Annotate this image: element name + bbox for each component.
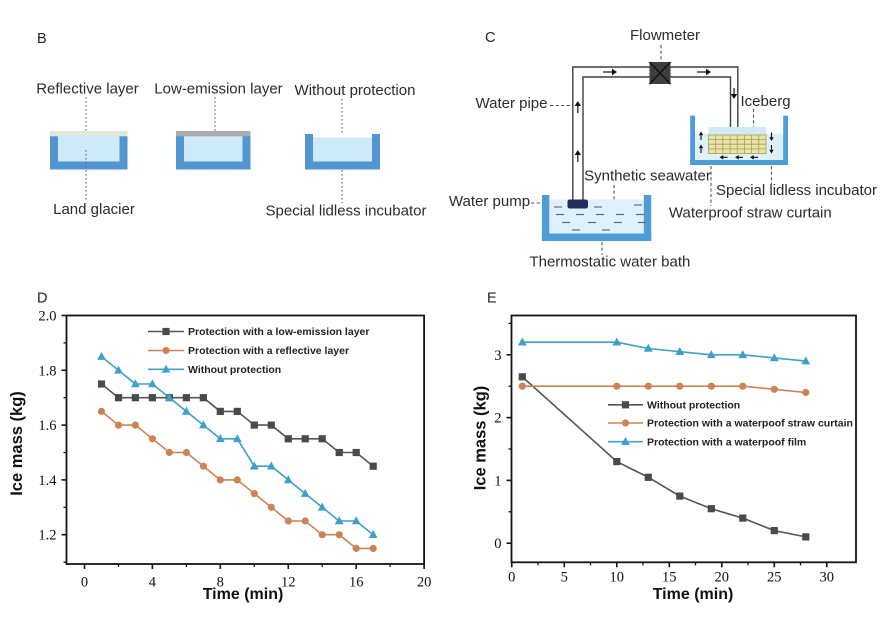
svg-text:Reflective layer: Reflective layer (36, 81, 139, 98)
svg-text:10: 10 (610, 570, 625, 586)
svg-text:1: 1 (494, 473, 501, 489)
svg-text:Waterproof straw curtain: Waterproof straw curtain (669, 205, 832, 222)
svg-text:Thermostatic water bath: Thermostatic water bath (529, 254, 690, 271)
svg-text:Iceberg: Iceberg (741, 93, 791, 110)
svg-text:25: 25 (767, 570, 782, 586)
svg-text:1.6: 1.6 (38, 418, 56, 434)
svg-text:B: B (37, 31, 47, 47)
svg-text:Without protection: Without protection (295, 82, 416, 99)
svg-text:1.8: 1.8 (38, 363, 56, 379)
svg-text:Protection with a reflective l: Protection with a reflective layer (188, 345, 349, 357)
svg-text:Water pump: Water pump (449, 193, 530, 210)
svg-text:0: 0 (494, 536, 501, 552)
svg-text:Without protection: Without protection (647, 399, 740, 411)
svg-text:Special lidless incubator: Special lidless incubator (716, 182, 877, 199)
svg-text:Protection with a waterpoof fi: Protection with a waterpoof film (647, 436, 806, 448)
svg-text:Ice mass (kg): Ice mass (kg) (472, 386, 490, 491)
svg-text:15: 15 (662, 570, 677, 586)
svg-text:3: 3 (494, 348, 501, 364)
svg-text:Time (min): Time (min) (203, 586, 284, 603)
svg-text:E: E (487, 291, 497, 307)
svg-text:C: C (485, 30, 495, 46)
svg-text:1.2: 1.2 (38, 528, 56, 544)
svg-text:Without protection: Without protection (188, 364, 281, 376)
svg-text:20: 20 (417, 575, 432, 591)
svg-text:Time (min): Time (min) (653, 586, 734, 603)
svg-text:Flowmeter: Flowmeter (630, 27, 700, 44)
svg-text:4: 4 (149, 575, 157, 591)
svg-text:2: 2 (494, 411, 501, 427)
svg-text:8: 8 (217, 575, 224, 591)
svg-text:2.0: 2.0 (38, 309, 56, 325)
svg-text:Synthetic seawater: Synthetic seawater (584, 168, 711, 185)
svg-text:20: 20 (715, 570, 730, 586)
svg-text:Ice mass (kg): Ice mass (kg) (8, 391, 26, 496)
svg-text:Protection with a low-emission: Protection with a low-emission layer (188, 326, 369, 338)
svg-text:Special lidless incubator: Special lidless incubator (266, 203, 427, 220)
svg-text:1.4: 1.4 (38, 473, 57, 489)
svg-text:5: 5 (561, 570, 568, 586)
svg-text:0: 0 (81, 575, 88, 591)
svg-text:0: 0 (508, 570, 515, 586)
svg-text:30: 30 (820, 570, 835, 586)
svg-text:Low-emission layer: Low-emission layer (154, 81, 282, 98)
svg-text:D: D (37, 291, 47, 307)
svg-text:16: 16 (349, 575, 364, 591)
svg-text:12: 12 (281, 575, 296, 591)
svg-text:Protection with a waterpoof st: Protection with a waterpoof straw curtai… (647, 418, 853, 430)
svg-text:Land glacier: Land glacier (53, 201, 135, 218)
svg-text:Water pipe: Water pipe (476, 95, 548, 112)
